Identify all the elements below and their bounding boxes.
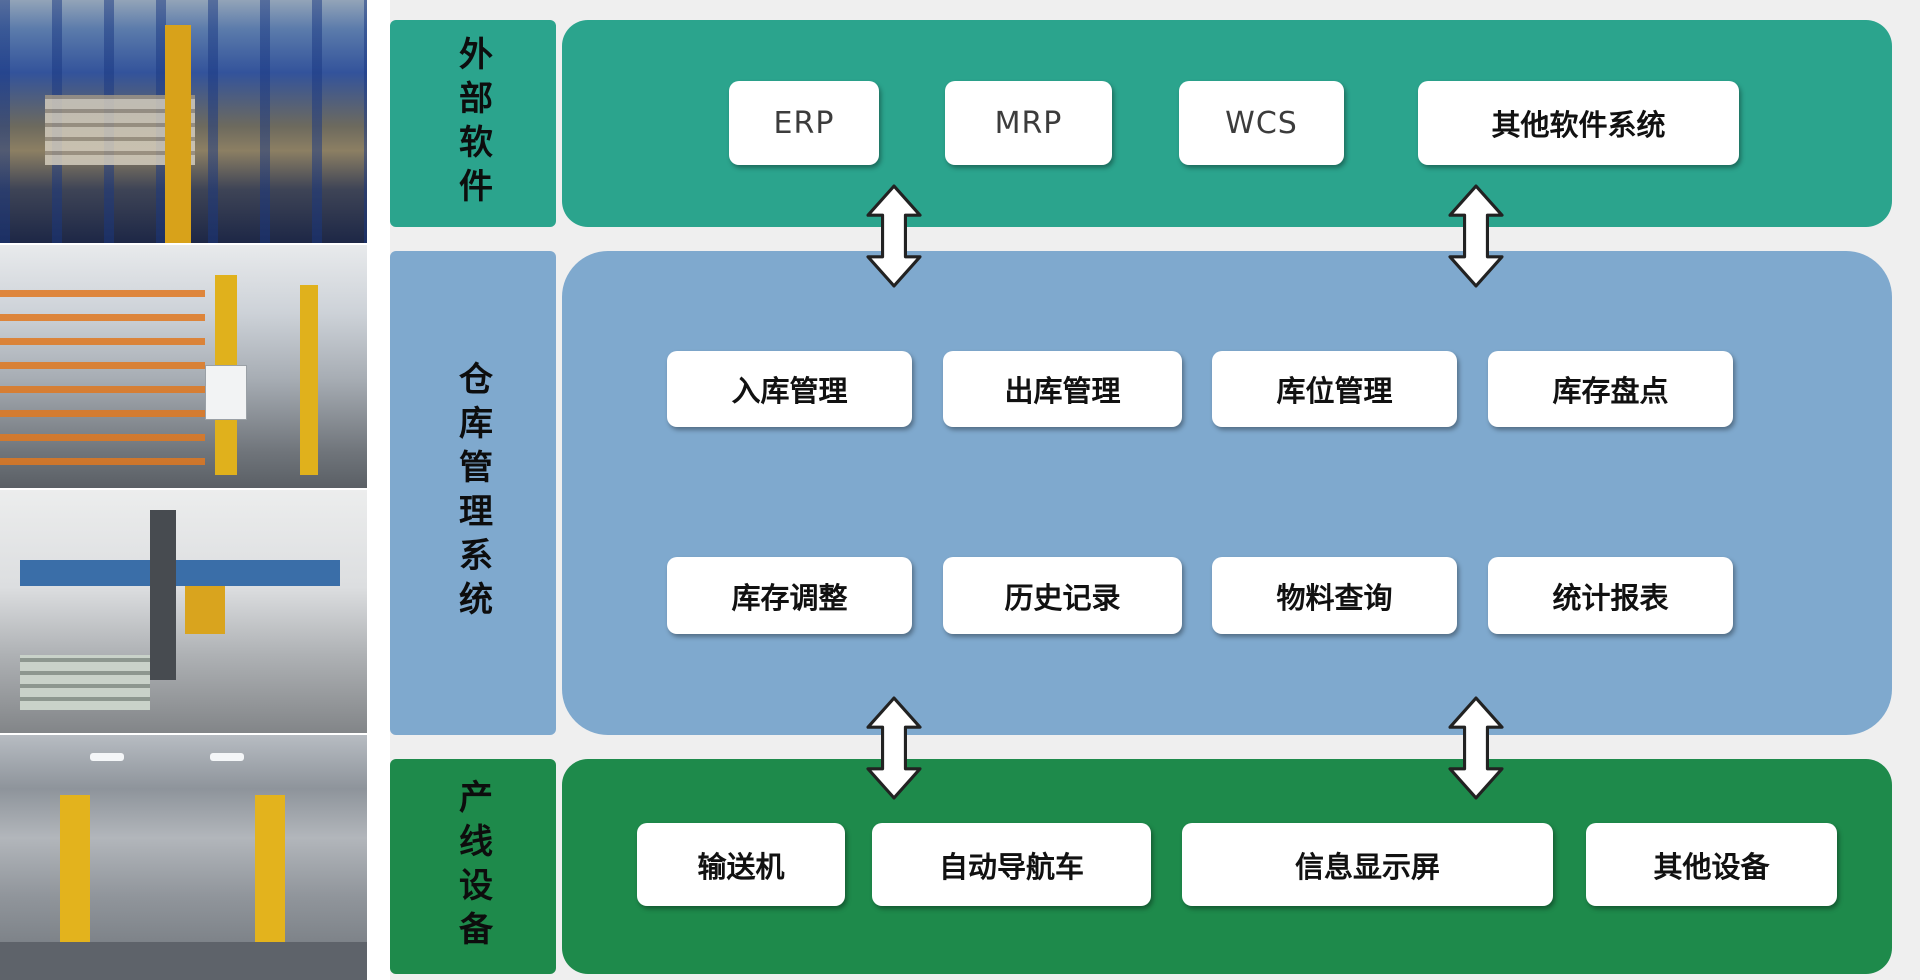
gantry-machine-photo	[0, 490, 367, 735]
mrp-box: MRP	[945, 81, 1112, 165]
architecture-diagram: 外部软件 ERP MRP WCS 其他软件系统 仓库管理系统 入库管理 出库管理…	[390, 0, 1920, 980]
pallet-racking-photo	[0, 0, 367, 245]
external-software-label: 外部软件	[390, 20, 556, 227]
bidirectional-arrow-icon	[860, 184, 928, 288]
history-records-box: 历史记录	[943, 557, 1182, 634]
wms-label-text: 仓库管理系统	[452, 361, 493, 625]
inventory-adjust-box: 库存调整	[667, 557, 912, 634]
stocktaking-box: 库存盘点	[1488, 351, 1733, 427]
ceiling-light	[210, 753, 244, 761]
equipment-label-text: 产线设备	[452, 778, 493, 955]
inbound-management-box: 入库管理	[667, 351, 912, 427]
wms-band: 入库管理 出库管理 库位管理 库存盘点 库存调整 历史记录 物料查询 统计报表	[562, 251, 1892, 735]
bidirectional-arrow-icon	[860, 696, 928, 800]
wms-label: 仓库管理系统	[390, 251, 556, 735]
external-software-band: ERP MRP WCS 其他软件系统	[562, 20, 1892, 227]
stacker-crane-photo	[0, 245, 367, 490]
bidirectional-arrow-icon	[1442, 184, 1510, 288]
orange-racking	[0, 290, 205, 465]
crane-mast-2	[300, 285, 318, 475]
other-software-box: 其他软件系统	[1418, 81, 1739, 165]
crane-cabin	[205, 365, 247, 420]
external-software-label-text: 外部软件	[452, 35, 493, 212]
equipment-band: 输送机 自动导航车 信息显示屏 其他设备	[562, 759, 1892, 974]
outbound-management-box: 出库管理	[943, 351, 1182, 427]
other-equipment-box: 其他设备	[1586, 823, 1837, 906]
material-query-box: 物料查询	[1212, 557, 1457, 634]
machine-post	[150, 510, 176, 680]
location-management-box: 库位管理	[1212, 351, 1457, 427]
aisle-floor	[0, 942, 367, 980]
equipment-label: 产线设备	[390, 759, 556, 974]
bidirectional-arrow-icon	[1442, 696, 1510, 800]
material-stack	[20, 655, 150, 710]
conveyor-box: 输送机	[637, 823, 845, 906]
conveyor-line-photo	[0, 735, 367, 980]
blue-gantry-beam	[20, 560, 340, 586]
agv-box: 自动导航车	[872, 823, 1151, 906]
wcs-box: WCS	[1179, 81, 1344, 165]
photo-column	[0, 0, 367, 980]
yellow-mast	[165, 25, 191, 243]
erp-box: ERP	[729, 81, 879, 165]
statistics-report-box: 统计报表	[1488, 557, 1733, 634]
ceiling-light	[90, 753, 124, 761]
info-display-box: 信息显示屏	[1182, 823, 1553, 906]
yellow-hoist	[185, 586, 225, 634]
